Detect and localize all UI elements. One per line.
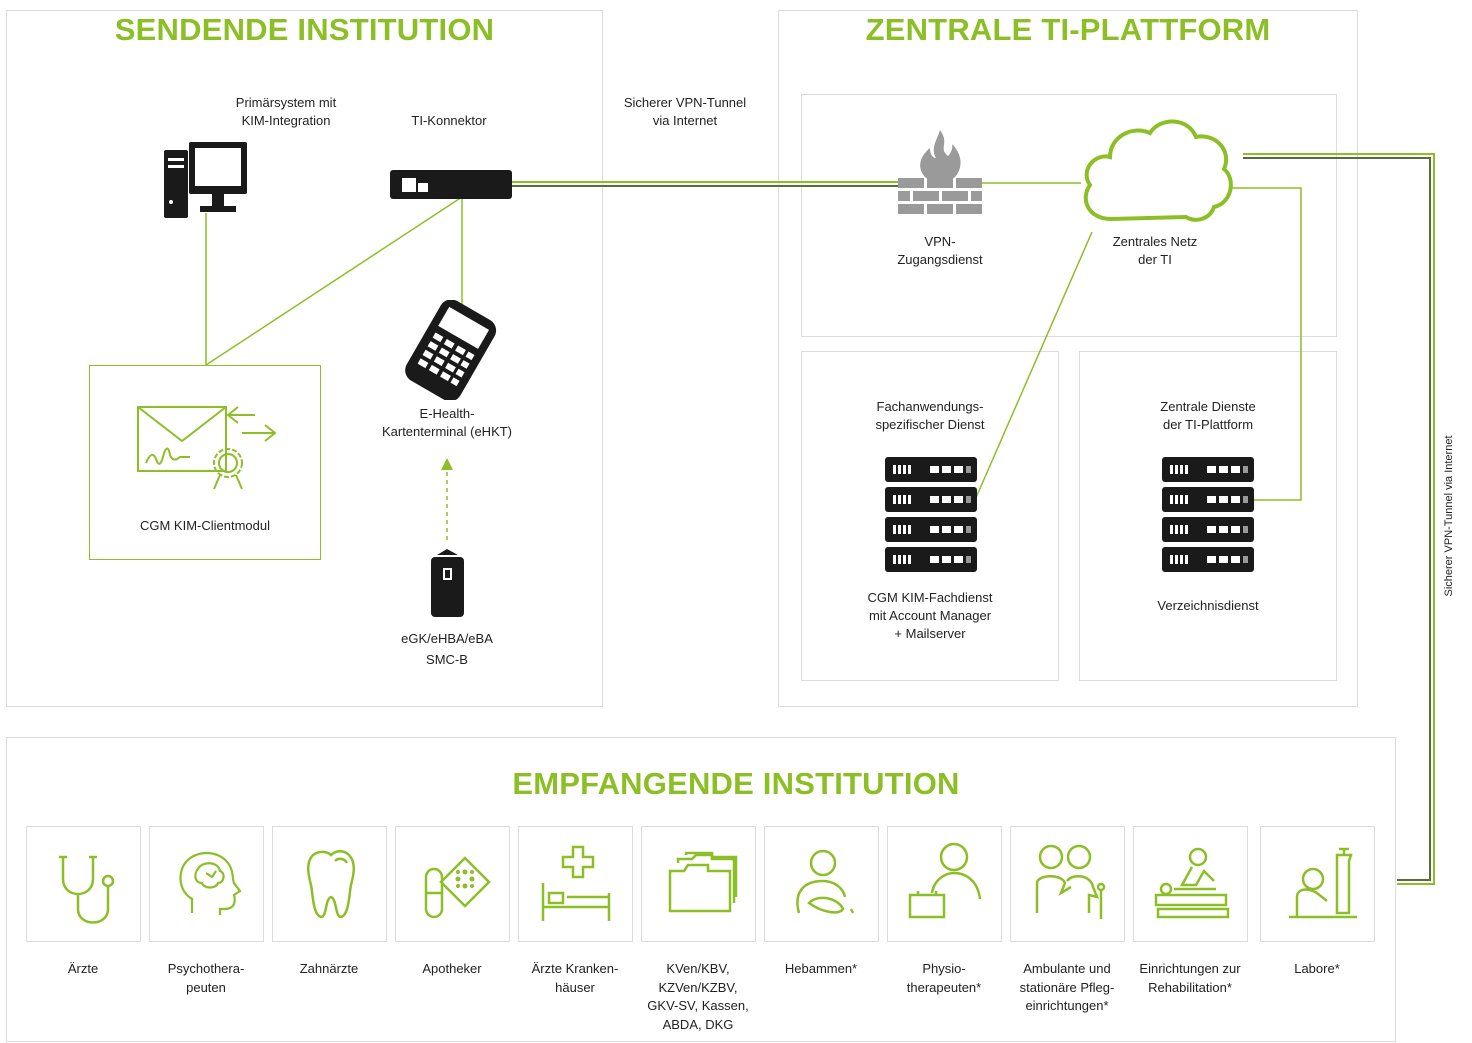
recipient-tile-apotheker: [395, 826, 510, 942]
client-module-label: CGM KIM-Clientmodul: [139, 518, 271, 533]
care-icon: [1035, 844, 1106, 919]
recipient-label: KVen/KBV, KZVen/KZBV, GKV-SV, Kassen, AB…: [647, 961, 749, 1032]
recipient-tile-psychotherapeuten: [149, 826, 264, 942]
smart-card-icon: [431, 549, 464, 617]
sending-institution-panel: [6, 10, 603, 707]
card-terminal-label: E-Health- Kartenterminal (eHKT): [381, 406, 513, 439]
hospital-bed-icon: [541, 845, 611, 921]
midwife-icon: [796, 849, 855, 914]
recipient-tile-rehabilitation: [1133, 826, 1248, 942]
recipient-tile-zahnaerzte: [272, 826, 387, 942]
signed-mail-icon: [137, 406, 277, 490]
kim-service-label: CGM KIM-Fachdienst mit Account Manager +…: [867, 590, 993, 641]
lab-icon: [1289, 847, 1357, 919]
ti-platform-title: ZENTRALE TI-PLATTFORM: [865, 12, 1271, 47]
recipient-label: Hebammen*: [784, 961, 858, 976]
recipient-label: Labore*: [1294, 961, 1340, 976]
recipient-label: Zahnärzte: [299, 961, 359, 976]
recipient-tile-hebammen: [764, 826, 879, 942]
central-services-label: Zentrale Dienste der TI-Plattform: [1160, 399, 1256, 432]
ti-platform-panel: [778, 10, 1358, 707]
vpn-access-label: VPN- Zugangsdienst: [897, 234, 983, 267]
specific-service-label: Fachanwendungs- spezifischer Dienst: [875, 399, 985, 432]
central-network-label: Zentrales Netz der TI: [1112, 234, 1198, 267]
recipient-label: Ärzte: [67, 961, 99, 976]
card-terminal-icon: [405, 300, 497, 400]
folders-icon: [668, 851, 738, 913]
physio-icon: [908, 842, 982, 919]
computer-icon: [164, 142, 247, 218]
sending-institution-title: SENDENDE INSTITUTION: [114, 12, 495, 47]
brain-head-icon: [179, 851, 242, 915]
cards-label-2: SMC-B: [426, 652, 468, 667]
primary-system-label: Primärsystem mit KIM-Integration: [235, 95, 337, 128]
server-icon: [885, 457, 977, 572]
receiving-institution-panel: [6, 737, 1396, 1042]
receiving-institution-title: EMPFANGENDE INSTITUTION: [512, 766, 960, 801]
recipient-label: Ambulante und stationäre Pfleg- einricht…: [1019, 961, 1115, 1013]
stethoscope-icon: [59, 855, 115, 924]
recipient-label: Einrichtungen zur Rehabilitation*: [1139, 961, 1241, 995]
recipient-tile-krankenhaeuser: [518, 826, 633, 942]
recipient-tile-aerzte: [26, 826, 141, 942]
specific-service-box: [801, 351, 1059, 681]
recipient-tile-pflege: [1010, 826, 1125, 942]
recipient-label: Psychothera- peuten: [167, 961, 245, 995]
recipient-label: Apotheker: [422, 961, 482, 976]
cloud-icon: [1083, 119, 1233, 222]
tooth-icon: [307, 850, 355, 919]
pills-icon: [424, 856, 491, 919]
recipient-tile-labore: [1260, 826, 1375, 942]
recipient-label: Physio- therapeuten*: [906, 961, 982, 995]
connector-label: TI-Konnektor: [411, 113, 487, 128]
central-services-box: [1079, 351, 1337, 681]
vpn-tunnel-side-label: Sicherer VPN-Tunnel via Internet: [1443, 435, 1455, 597]
recipient-tile-physiotherapeuten: [887, 826, 1002, 942]
recipient-label: Ärzte Kranken- häuser: [531, 961, 619, 995]
recipient-tile-kven: [641, 826, 756, 942]
cards-label-1: eGK/eHBA/eBA: [401, 631, 493, 646]
vpn-tunnel-label: Sicherer VPN-Tunnel via Internet: [623, 95, 747, 128]
directory-service-label: Verzeichnisdienst: [1157, 598, 1259, 613]
rehab-icon: [1154, 847, 1230, 919]
ti-network-box: [801, 94, 1337, 337]
firewall-icon: [898, 130, 982, 214]
connector-icon: [390, 170, 512, 199]
server-icon: [1162, 457, 1254, 572]
client-module-box: [89, 365, 321, 560]
